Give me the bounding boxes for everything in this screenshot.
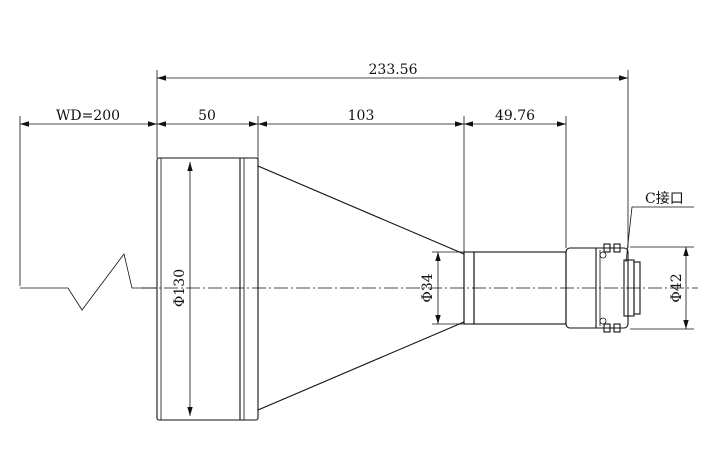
tapered-cone <box>257 165 465 411</box>
c-mount-callout: C接口 <box>625 190 694 263</box>
working-distance-label: WD=200 <box>56 108 120 124</box>
rear-barrel-diameter-label: Φ34 <box>420 273 436 302</box>
front-diameter-dimension: Φ130 <box>172 162 193 416</box>
dimension-total-length: 233.56 <box>156 62 629 248</box>
rear-barrel <box>463 251 567 325</box>
c-mount-section <box>565 243 641 333</box>
rear-barrel-diameter-dimension: Φ34 <box>420 251 464 325</box>
mount-diameter-label: Φ42 <box>669 273 685 302</box>
front-barrel-length-label: 50 <box>198 108 216 124</box>
rear-length-label: 49.76 <box>495 108 535 124</box>
cone-length-label: 103 <box>348 108 375 124</box>
total-length-label: 233.56 <box>369 62 418 78</box>
dimension-row: WD=200 50 103 49.76 <box>19 108 567 286</box>
c-mount-label: C接口 <box>645 190 684 207</box>
front-barrel <box>156 157 259 421</box>
mount-diameter-dimension: Φ42 <box>630 246 694 330</box>
front-diameter-label: Φ130 <box>172 269 188 307</box>
working-distance-break-line <box>20 253 157 311</box>
